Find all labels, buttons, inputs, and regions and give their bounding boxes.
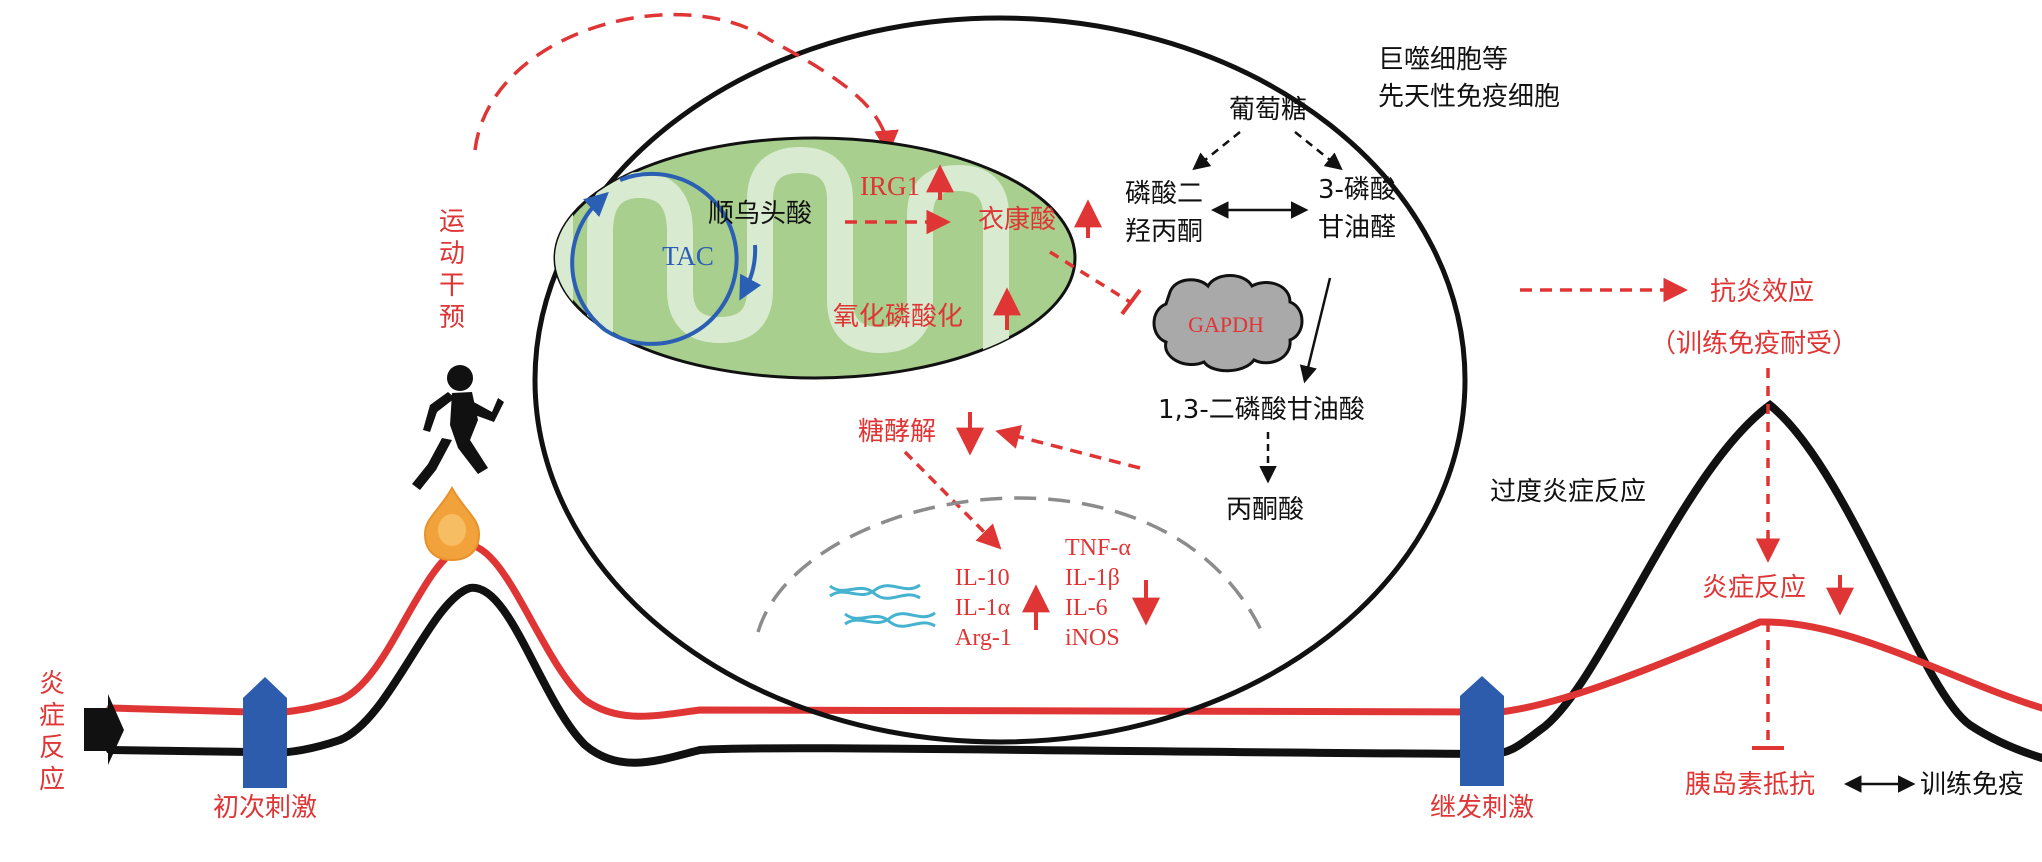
itaconate-label: 衣康酸 xyxy=(978,205,1056,235)
left-inflammation-char-2: 症 xyxy=(39,701,65,731)
black-response-curve xyxy=(106,399,2042,767)
itaconate-inhibits-gapdh xyxy=(1049,250,1131,304)
initial-stimulus-label: 初次刺激 xyxy=(213,793,317,823)
gapdh-to-glycolysis-arrow xyxy=(995,425,1141,470)
insulin-resistance-label: 胰岛素抵抗 xyxy=(1685,770,1815,800)
red-response-curve xyxy=(106,541,2042,720)
exercise-effect-arrow xyxy=(473,12,899,155)
trained-immunity-label: 训练免疫 xyxy=(1920,770,2024,800)
trained-tolerance-label: （训练免疫耐受） xyxy=(1650,329,1858,359)
dhap-label-line1: 磷酸二 xyxy=(1125,179,1203,209)
left-inflammation-char-4: 应 xyxy=(39,765,65,795)
exercise-char-3: 干 xyxy=(439,271,465,301)
inflammation-down-label: 炎症反应 xyxy=(1702,573,1806,603)
runner-icon xyxy=(412,365,504,490)
cell-type-line2: 先天性免疫细胞 xyxy=(1378,82,1560,112)
cell-type-line1: 巨噬细胞等 xyxy=(1378,45,1508,75)
secondary-stimulus-marker xyxy=(1460,676,1504,786)
exercise-char-2: 动 xyxy=(439,239,465,269)
secondary-stimulus-label: 继发刺激 xyxy=(1430,793,1534,823)
down-gene-4: iNOS xyxy=(1065,625,1120,651)
down-gene-1: TNF-α xyxy=(1065,535,1131,561)
exercise-char-1: 运 xyxy=(439,207,465,237)
response-curves xyxy=(106,399,2042,767)
up-gene-2: IL-1α xyxy=(955,595,1011,621)
left-inflammation-char-3: 反 xyxy=(39,733,65,763)
inhibition-bar xyxy=(1120,288,1142,316)
left-inflammation-char-1: 炎 xyxy=(39,669,65,699)
glucose-to-g3p xyxy=(1294,131,1343,171)
dhap-label-line2: 羟丙酮 xyxy=(1125,217,1203,247)
oxphos-label: 氧化磷酸化 xyxy=(833,302,963,332)
nucleus-outline xyxy=(756,496,1264,633)
down-gene-2: IL-1β xyxy=(1065,565,1120,591)
drop-highlight xyxy=(438,514,466,546)
anti-inflammatory-label: 抗炎效应 xyxy=(1710,277,1814,307)
tac-cycle: TAC xyxy=(570,171,762,346)
glucose-to-dhap xyxy=(1192,131,1241,171)
excessive-inflammation-label: 过度炎症反应 xyxy=(1490,477,1646,507)
cis-aconitate-label: 顺乌头酸 xyxy=(708,199,812,229)
irg1-label: IRG1 xyxy=(860,171,920,201)
tac-label: TAC xyxy=(662,241,714,271)
gapdh-cloud xyxy=(1152,274,1304,373)
pyruvate-label: 丙酮酸 xyxy=(1226,495,1304,525)
dna-icon xyxy=(829,583,936,628)
up-gene-3: Arg-1 xyxy=(955,625,1012,651)
inflammation-entry-arrow xyxy=(84,694,124,765)
up-gene-1: IL-10 xyxy=(955,565,1010,591)
bpg-label: 1,3-二磷酸甘油酸 xyxy=(1158,395,1365,425)
exercise-char-4: 预 xyxy=(439,303,465,333)
glycolysis-label: 糖酵解 xyxy=(858,417,936,447)
down-gene-3: IL-6 xyxy=(1065,595,1108,621)
gapdh-label: GAPDH xyxy=(1188,312,1264,337)
g3p-label-line1: 3-磷酸 xyxy=(1318,175,1396,205)
g3p-label-line2: 甘油醛 xyxy=(1318,213,1396,243)
glucose-label: 葡萄糖 xyxy=(1229,95,1307,125)
immune-cell-outline xyxy=(532,15,1468,745)
g3p-to-bpg xyxy=(1299,277,1332,384)
glycolysis-to-nucleus-arrow xyxy=(903,450,1002,550)
initial-stimulus-marker xyxy=(243,677,287,788)
